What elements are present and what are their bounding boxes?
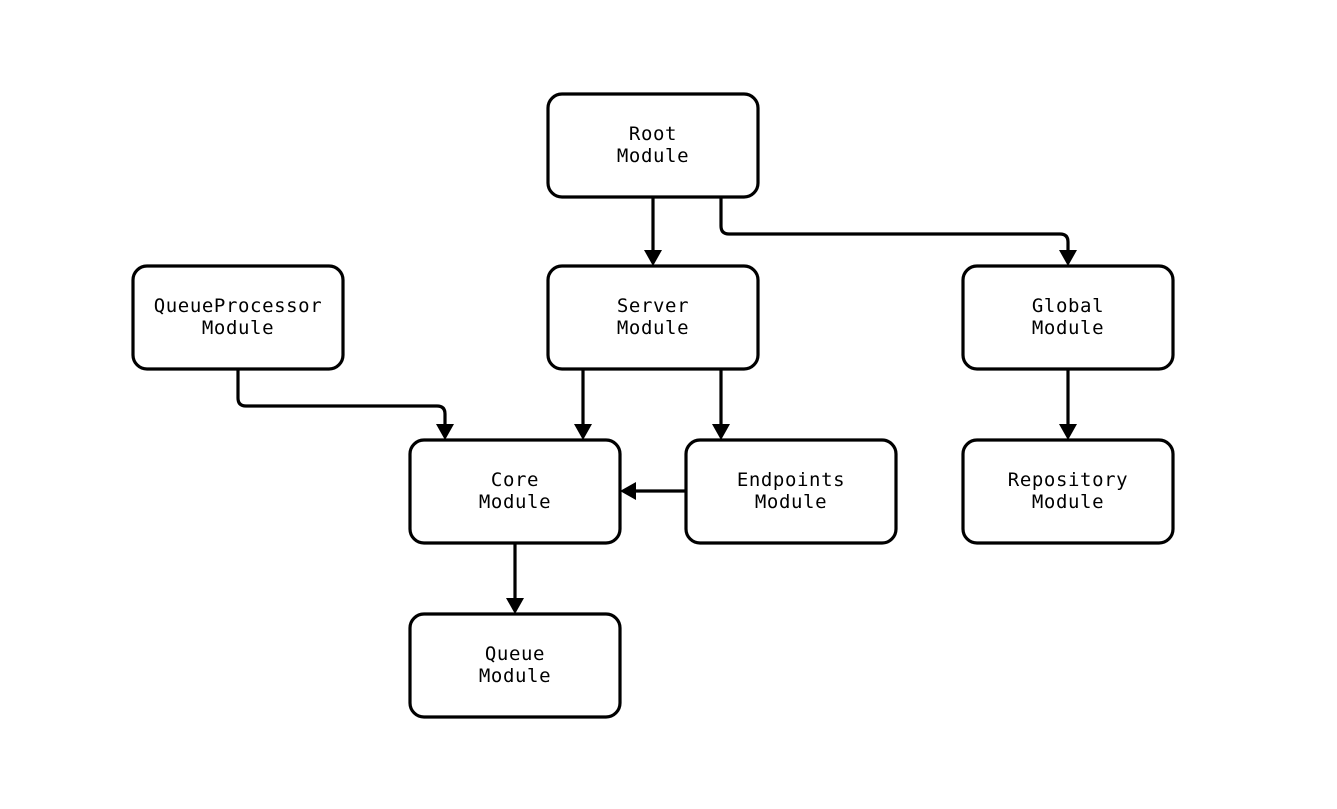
node-label-suffix: Module — [202, 317, 274, 339]
node-box[interactable] — [546, 92, 760, 199]
arrowhead-icon — [712, 424, 730, 440]
node-label-name: Endpoints — [737, 469, 845, 491]
node-label-suffix: Module — [479, 491, 551, 513]
node-label-name: Core — [491, 469, 539, 491]
edge-server-to-endpoints — [712, 369, 730, 440]
node-label-name: Repository — [1008, 469, 1128, 491]
edge-core-to-queue — [506, 543, 524, 614]
edge-root-to-server — [644, 197, 662, 266]
node-label-name: Root — [629, 123, 677, 145]
arrowhead-icon — [506, 598, 524, 614]
node-box[interactable] — [961, 438, 1175, 545]
node-label-name: Global — [1032, 295, 1104, 317]
node-box[interactable] — [131, 264, 345, 371]
edge-queueprocessor-to-core — [236, 369, 454, 440]
edges-layer — [236, 197, 1077, 614]
node-label-name: Server — [617, 295, 689, 317]
node-label-name: QueueProcessor — [154, 295, 323, 317]
node-box[interactable] — [408, 612, 622, 719]
nodes-layer: RootModuleQueueProcessorModuleServerModu… — [131, 92, 1175, 719]
arrowhead-icon — [1059, 424, 1077, 440]
arrowhead-icon — [436, 424, 454, 440]
edge-line — [236, 369, 447, 432]
node-box[interactable] — [961, 264, 1175, 371]
edge-server-to-core — [574, 369, 592, 440]
node-label-suffix: Module — [1032, 317, 1104, 339]
edge-endpoints-to-core — [620, 482, 686, 500]
node-box[interactable] — [546, 264, 760, 371]
arrowhead-icon — [574, 424, 592, 440]
node-label-name: Queue — [485, 643, 545, 665]
node-label-suffix: Module — [617, 317, 689, 339]
node-box[interactable] — [684, 438, 898, 545]
node-label-suffix: Module — [755, 491, 827, 513]
edge-root-to-global — [719, 197, 1077, 266]
arrowhead-icon — [1059, 250, 1077, 266]
edge-line — [719, 197, 1070, 258]
node-label-suffix: Module — [1032, 491, 1104, 513]
arrowhead-icon — [644, 250, 662, 266]
node-label-suffix: Module — [617, 145, 689, 167]
node-label-suffix: Module — [479, 665, 551, 687]
edge-global-to-repository — [1059, 369, 1077, 440]
node-box[interactable] — [408, 438, 622, 545]
arrowhead-icon — [620, 482, 636, 500]
